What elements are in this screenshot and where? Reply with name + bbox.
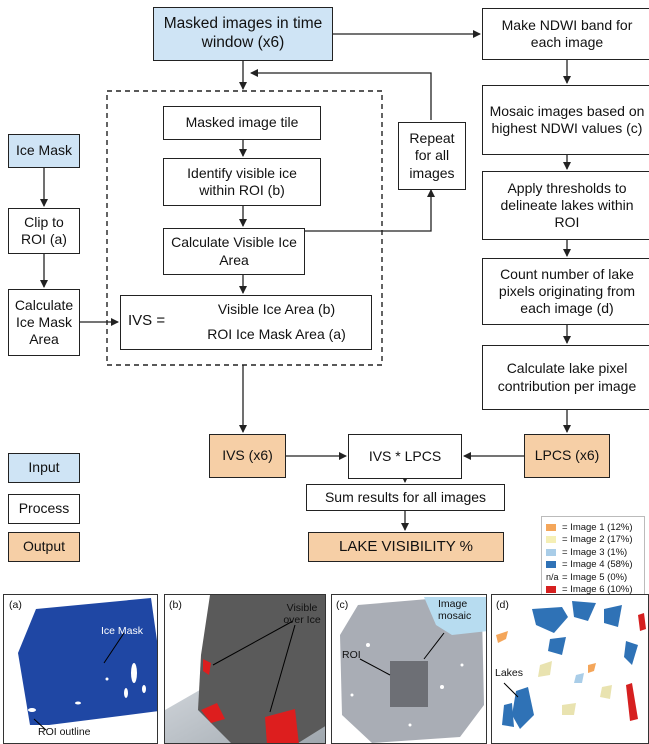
ivs-lpcs-label: IVS * LPCS [368,447,442,464]
lake-visibility-box: LAKE VISIBILITY % [308,532,504,562]
key-output-label: Output [22,538,66,555]
ivs-x6-box: IVS (x6) [209,434,286,478]
identify-box: Identify visible ice within ROI (b) [163,158,321,206]
visible-ice-map [165,595,325,743]
legend-entry: = Image 4 (58%) [546,559,640,572]
legend-swatch [546,586,556,594]
panel-b-visible-label: Visible over Ice [283,602,321,626]
legend-swatch [546,523,556,531]
panel-c: (c) ROI Image mosaic [331,594,487,744]
identify-label: Identify visible ice within ROI (b) [187,164,297,198]
clip-box: Clip to ROI (a) [8,208,80,254]
legend-entry: = Image 6 (10%) [546,584,640,597]
panel-d-lakes-label: Lakes [495,667,524,679]
tile-box: Masked image tile [163,106,321,140]
image-mosaic-map [332,595,486,743]
panel-a: (a) Ice Mask ROI outline [3,594,158,744]
repeat-box: Repeat for all images [398,122,466,190]
panel-d-tag: (d) [496,599,509,611]
count-label: Count number of lake pixels originating … [498,265,636,317]
ice-mask-box: Ice Mask [8,134,80,168]
masked-images-label: Masked images in time window (x6) [163,15,323,51]
panel-c-tag: (c) [336,599,349,611]
panel-c-mosaic-label: Image mosaic [438,598,472,622]
calc-mask-label: Calculate Ice Mask Area [14,296,74,348]
contribution-label: Calculate lake pixel contribution per im… [497,360,637,394]
panel-a-ice-mask-label: Ice Mask [101,625,144,637]
ivs-formula-label: IVS = [128,312,166,329]
legend-swatch [546,561,556,569]
ivs-formula-box [120,295,372,350]
panel-c-roi-label: ROI [342,649,361,661]
panel-d: (d) Lakes [491,594,649,744]
panel-b: (b) Visible over Ice [164,594,326,744]
key-process-label: Process [18,500,70,517]
lake-visibility-label: LAKE VISIBILITY % [339,537,473,555]
ivs-lpcs-box: IVS * LPCS [348,434,462,479]
calc-visible-box: Calculate Visible Ice Area [163,228,305,275]
panel-b-tag: (b) [169,599,182,611]
ice-mask-map [4,595,157,743]
legend-swatch [546,536,556,544]
thresholds-label: Apply thresholds to delineate lakes with… [500,179,634,231]
legend-entry: = Image 1 (12%) [546,521,640,534]
legend-entry: = Image 3 (1%) [546,546,640,559]
tile-label: Masked image tile [185,114,299,131]
legend-label: = Image 5 (0%) [562,571,628,583]
legend-label: = Image 3 (1%) [562,546,628,558]
calc-visible-label: Calculate Visible Ice Area [171,234,297,268]
clip-label: Clip to ROI (a) [21,213,67,247]
lpcs-x6-label: LPCS (x6) [534,447,600,464]
sum-box: Sum results for all images [306,484,505,511]
ndwi-label: Make NDWI band for each image [501,16,633,50]
mosaic-box: Mosaic images based on highest NDWI valu… [482,85,649,155]
legend-label: = Image 1 (12%) [562,521,633,533]
ndwi-box: Make NDWI band for each image [482,8,649,60]
key-output-box: Output [8,532,80,562]
ivs-numerator: Visible Ice Area (b) [217,301,336,317]
legend-swatch [546,548,556,556]
ivs-denominator: ROI Ice Mask Area (a) [207,326,346,342]
legend-label: = Image 4 (58%) [562,559,633,571]
count-box: Count number of lake pixels originating … [482,258,649,325]
image-legend: = Image 1 (12%)= Image 2 (17%)= Image 3 … [541,516,645,597]
sum-label: Sum results for all images [324,488,487,505]
lakes-map [492,595,648,743]
key-input-box: Input [8,453,80,483]
key-process-box: Process [8,494,80,524]
key-input-label: Input [28,459,60,476]
masked-images-box: Masked images in time window (x6) [153,7,333,61]
mosaic-label: Mosaic images based on highest NDWI valu… [489,102,645,136]
panel-a-tag: (a) [9,599,22,611]
panel-a-roi-label: ROI outline [38,726,91,738]
repeat-label: Repeat for all images [409,130,455,181]
contribution-box: Calculate lake pixel contribution per im… [482,345,649,410]
calc-mask-box: Calculate Ice Mask Area [8,289,80,356]
legend-entry: = Image 2 (17%) [546,534,640,547]
lpcs-x6-box: LPCS (x6) [524,434,610,478]
legend-na-mark: n/a [546,572,559,583]
legend-label: = Image 6 (10%) [562,584,633,596]
ice-mask-label: Ice Mask [15,142,72,159]
ivs-x6-label: IVS (x6) [222,447,273,464]
thresholds-box: Apply thresholds to delineate lakes with… [482,171,649,240]
legend-entry: n/a= Image 5 (0%) [546,571,640,584]
legend-label: = Image 2 (17%) [562,534,633,546]
